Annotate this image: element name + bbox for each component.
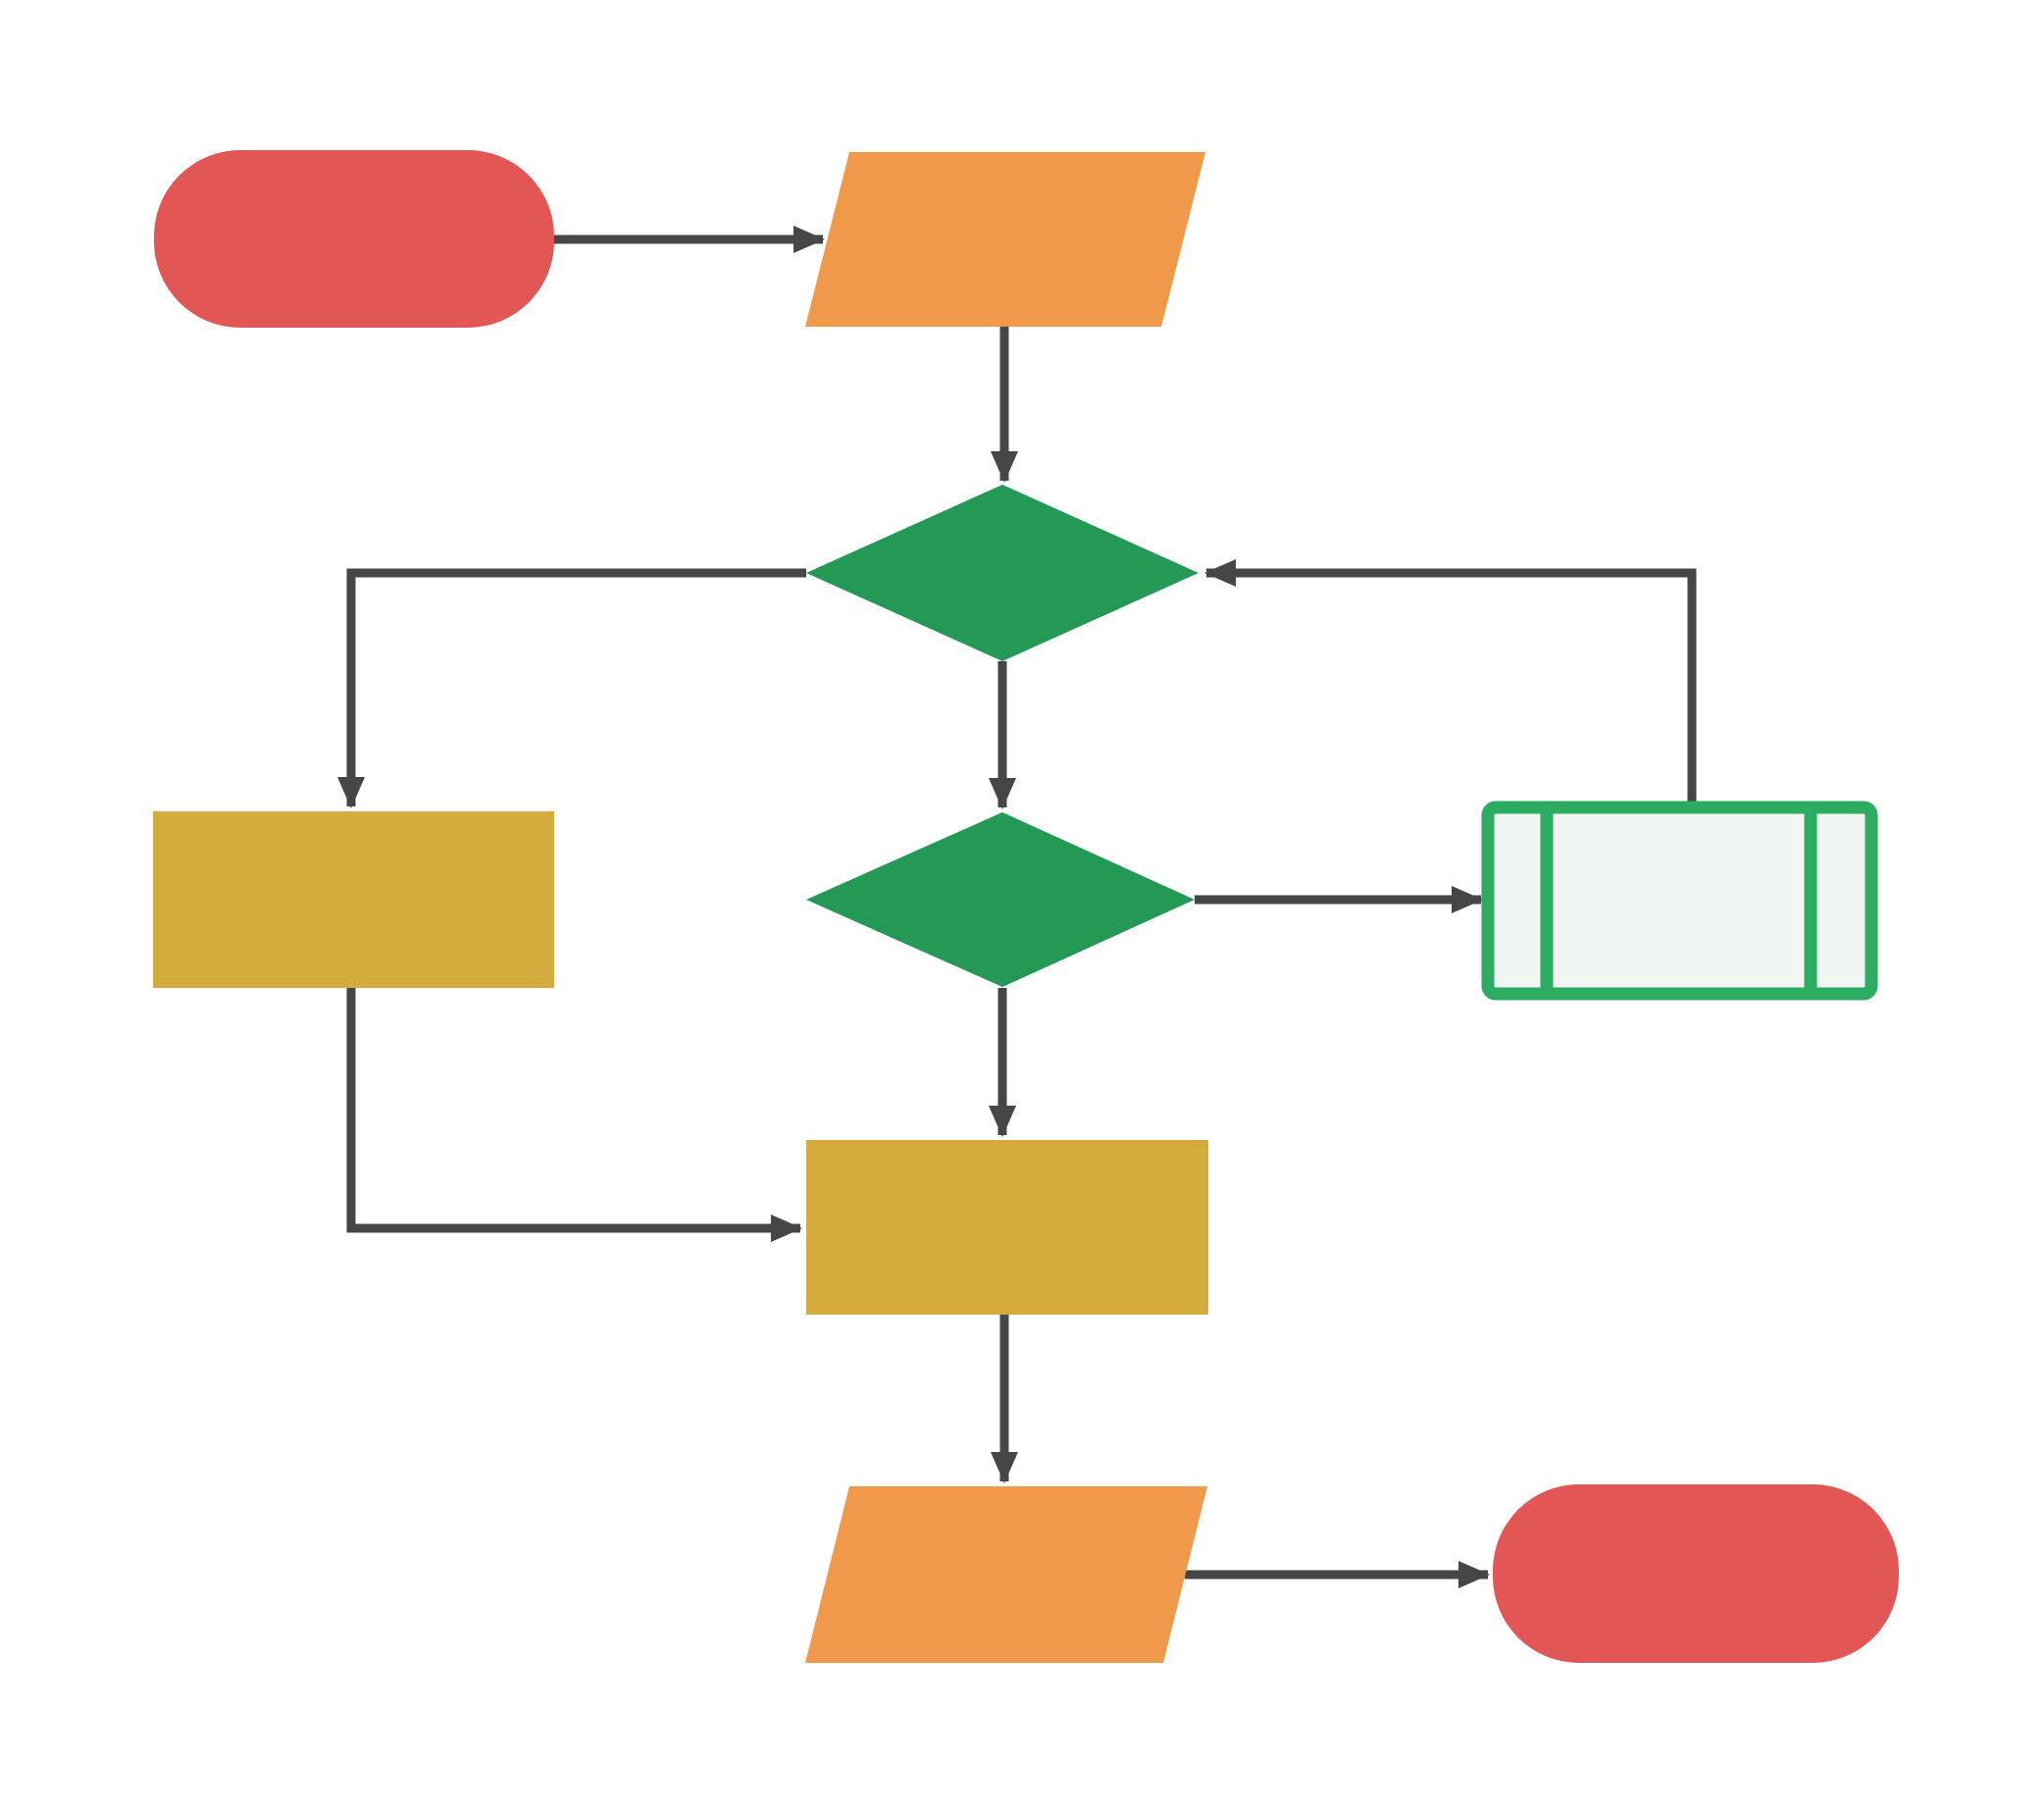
node-process-left-rectangle[interactable] bbox=[153, 811, 554, 988]
node-output-parallelogram[interactable] bbox=[805, 1486, 1207, 1663]
edge-decision1-to-process-left[interactable] bbox=[337, 568, 806, 808]
node-decision2-diamond[interactable] bbox=[806, 812, 1195, 987]
node-decision1-diamond[interactable] bbox=[806, 485, 1199, 661]
node-start-terminator[interactable] bbox=[154, 150, 554, 328]
node-process-center-rectangle[interactable] bbox=[806, 1140, 1208, 1315]
node-end-terminator[interactable] bbox=[1493, 1484, 1899, 1663]
edge-predefined-to-decision1[interactable] bbox=[1204, 559, 1697, 807]
node-input-parallelogram[interactable] bbox=[805, 152, 1205, 327]
edge-process-left-to-process-center[interactable] bbox=[346, 988, 802, 1242]
node-predefined-process[interactable] bbox=[1481, 801, 1878, 1001]
predefined-process-body[interactable] bbox=[1481, 801, 1878, 1001]
